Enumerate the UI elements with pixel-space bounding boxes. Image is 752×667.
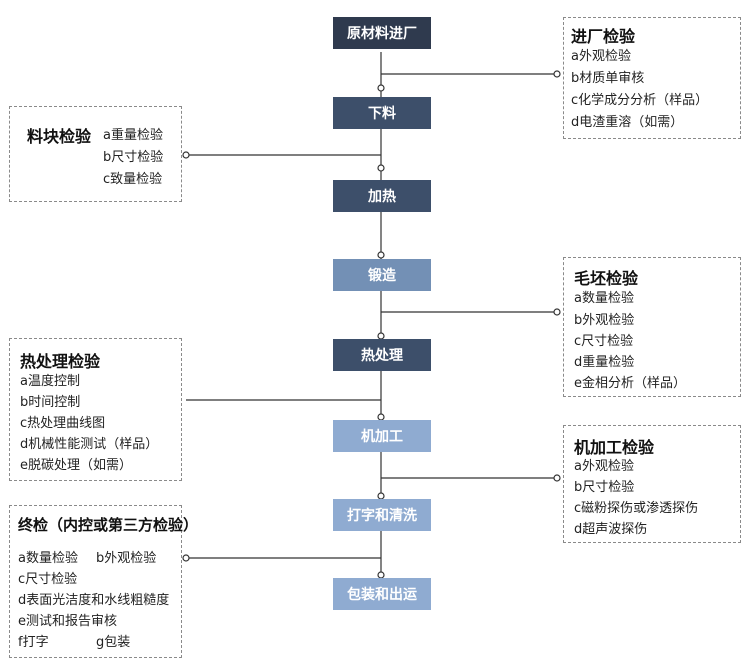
- panel-item: e测试和报告审核: [18, 614, 117, 629]
- panel-item: c磁粉探伤或渗透探伤: [574, 501, 699, 516]
- panel-final-inspection: 终检（内控或第三方检验） a数量检验 b外观检验 c尺寸检验 d表面光洁度和水线…: [9, 505, 198, 658]
- panel-machining-inspection: 机加工检验 a外观检验 b尺寸检验 c磁粉探伤或渗透探伤 d超声波探伤: [563, 425, 741, 543]
- panel-item: d超声波探伤: [574, 522, 648, 537]
- panel-item: b外观检验: [96, 551, 157, 566]
- connector-dot: [182, 554, 190, 562]
- panel-item: b尺寸检验: [574, 480, 635, 495]
- panel-title: 终检（内控或第三方检验）: [18, 516, 199, 534]
- panel-title: 毛坯检验: [574, 269, 639, 288]
- connector-dot: [553, 308, 561, 316]
- connector-dot: [553, 70, 561, 78]
- panel-title: 料块检验: [27, 127, 92, 146]
- step-cutting: 下料: [333, 97, 431, 129]
- panel-cutting-inspection: 料块检验 a重量检验 b尺寸检验 c致量检验: [9, 106, 182, 202]
- panel-item: d重量检验: [574, 355, 635, 370]
- connector-dot: [377, 164, 385, 172]
- step-heating: 加热: [333, 180, 431, 212]
- panel-item: d表面光洁度和水线粗糙度: [18, 593, 170, 608]
- panel-item: e脱碳处理（如需）: [20, 458, 132, 473]
- panel-item: b时间控制: [20, 395, 81, 410]
- panel-item: a外观检验: [574, 459, 634, 474]
- panel-item: g包装: [96, 635, 131, 650]
- panel-item: a数量检验: [574, 291, 634, 306]
- panel-item: d机械性能测试（样品）: [20, 437, 159, 452]
- panel-item: c致量检验: [103, 172, 163, 187]
- step-packing-shipping: 包装和出运: [333, 578, 431, 610]
- panel-incoming-inspection: 进厂检验 a外观检验 b材质单审核 c化学成分分析（样品） d电渣重溶（如需）: [563, 17, 741, 139]
- panel-item: a外观检验: [571, 49, 631, 64]
- panel-item: a数量检验: [18, 551, 78, 566]
- panel-item: b外观检验: [574, 313, 635, 328]
- panel-blank-inspection: 毛坯检验 a数量检验 b外观检验 c尺寸检验 d重量检验 e金相分析（样品）: [563, 257, 741, 397]
- connector-dot: [377, 251, 385, 259]
- panel-item: d电渣重溶（如需）: [571, 115, 684, 130]
- connector-dot: [182, 151, 190, 159]
- step-machining: 机加工: [333, 420, 431, 452]
- panel-item: b材质单审核: [571, 71, 645, 86]
- panel-item: f打字: [18, 635, 49, 650]
- step-forging: 锻造: [333, 259, 431, 291]
- panel-title: 进厂检验: [571, 27, 636, 46]
- step-raw-material-in: 原材料进厂: [333, 17, 431, 49]
- panel-item: a重量检验: [103, 128, 163, 143]
- panel-item: c化学成分分析（样品）: [571, 93, 709, 108]
- panel-item: c尺寸检验: [574, 334, 634, 349]
- panel-item: c热处理曲线图: [20, 416, 106, 431]
- connector-dot: [377, 84, 385, 92]
- panel-title: 热处理检验: [20, 352, 101, 371]
- panel-item: c尺寸检验: [18, 572, 78, 587]
- panel-item: a温度控制: [20, 374, 80, 389]
- connector-dot: [553, 474, 561, 482]
- step-heat-treatment: 热处理: [333, 339, 431, 371]
- panel-item: e金相分析（样品）: [574, 376, 686, 391]
- panel-heat-treatment-inspection: 热处理检验 a温度控制 b时间控制 c热处理曲线图 d机械性能测试（样品） e脱…: [9, 338, 182, 481]
- panel-title: 机加工检验: [574, 438, 655, 457]
- panel-item: b尺寸检验: [103, 150, 164, 165]
- step-marking-cleaning: 打字和清洗: [333, 499, 431, 531]
